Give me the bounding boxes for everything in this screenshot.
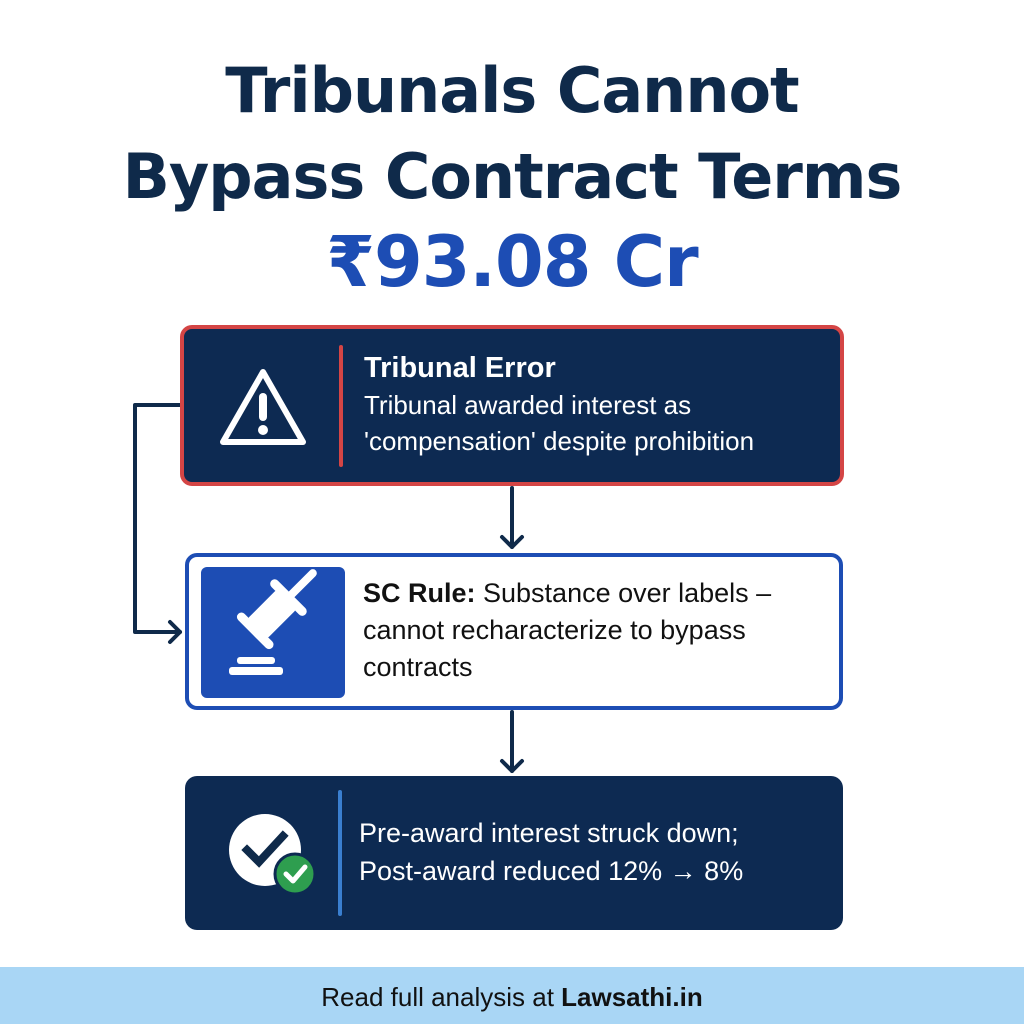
sc-rule-card: SC Rule: Substance over labels – cannot … xyxy=(185,553,843,710)
footer-site-link[interactable]: Lawsathi.in xyxy=(561,982,703,1012)
step-body-line-1: Pre-award interest struck down; xyxy=(359,818,739,848)
step-body-line-1: Tribunal awarded interest as xyxy=(364,390,692,420)
step-title: Tribunal Error xyxy=(364,352,556,384)
gavel-icon xyxy=(201,567,345,698)
step-body: Substance over labels – cannot recharact… xyxy=(363,578,772,682)
title-line-1: Tribunals Cannot xyxy=(225,54,799,127)
warning-triangle-icon xyxy=(218,367,308,449)
result-card: Pre-award interest struck down; Post-awa… xyxy=(185,776,843,930)
sc-rule-text: SC Rule: Substance over labels – cannot … xyxy=(363,575,833,686)
result-text: Pre-award interest struck down; Post-awa… xyxy=(359,814,743,890)
blue-divider xyxy=(338,790,342,916)
footer-banner: Read full analysis at Lawsathi.in xyxy=(0,967,1024,1024)
step-body-line-2: 'compensation' despite prohibition xyxy=(364,426,755,456)
tribunal-error-text: Tribunal Error Tribunal awarded interest… xyxy=(364,349,754,459)
check-circle-icon xyxy=(227,812,319,898)
amount-headline: ₹93.08 Cr xyxy=(326,221,698,303)
title-line-2: Bypass Contract Terms xyxy=(122,140,903,213)
red-divider xyxy=(339,345,343,467)
arrow-loop-error-to-rule xyxy=(133,403,182,634)
footer-prefix: Read full analysis at xyxy=(321,982,562,1012)
step-body-line-2: Post-award reduced 12% → 8% xyxy=(359,856,744,886)
step-title: SC Rule: xyxy=(363,578,476,608)
tribunal-error-card: Tribunal Error Tribunal awarded interest… xyxy=(180,325,844,486)
page-title: Tribunals Cannot Bypass Contract Terms xyxy=(0,48,1024,220)
